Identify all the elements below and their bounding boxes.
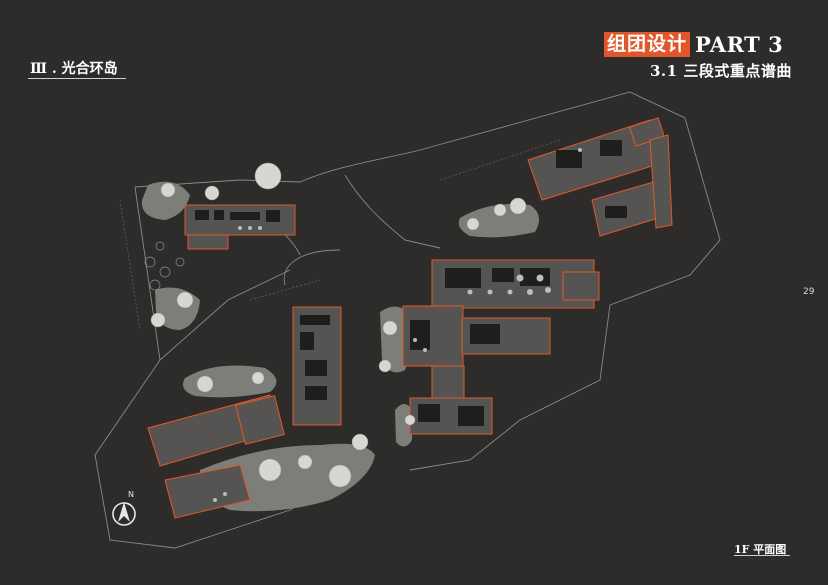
section-title: Ⅲ . 光合环岛: [30, 61, 118, 77]
north-arrow-icon: [118, 502, 130, 522]
plan-underline: [734, 555, 790, 556]
title-block: 组团设计 PART 3: [604, 31, 783, 57]
subtitle: 3.1 三段式重点谱曲: [650, 62, 792, 80]
title-highlight: 组团设计: [604, 31, 691, 57]
buildings: [147, 117, 673, 519]
inner-paths: [119, 139, 561, 331]
furniture-dots: [213, 148, 582, 502]
building-center-n-end: [562, 271, 600, 301]
building-ne-link: [649, 134, 673, 229]
plan-label: 1F 平面图: [734, 543, 787, 556]
room-details: [195, 140, 627, 426]
north-arrow: N: [112, 490, 136, 526]
building-nw-annex: [187, 234, 229, 250]
page-number: 29: [803, 287, 815, 297]
building-sw-3: [235, 395, 285, 445]
building-sw-2: [164, 464, 251, 519]
north-label: N: [128, 490, 134, 499]
dark-trees: [144, 241, 185, 291]
section-underline: [28, 78, 126, 79]
title-part: PART 3: [695, 31, 784, 57]
trees: [150, 162, 527, 488]
